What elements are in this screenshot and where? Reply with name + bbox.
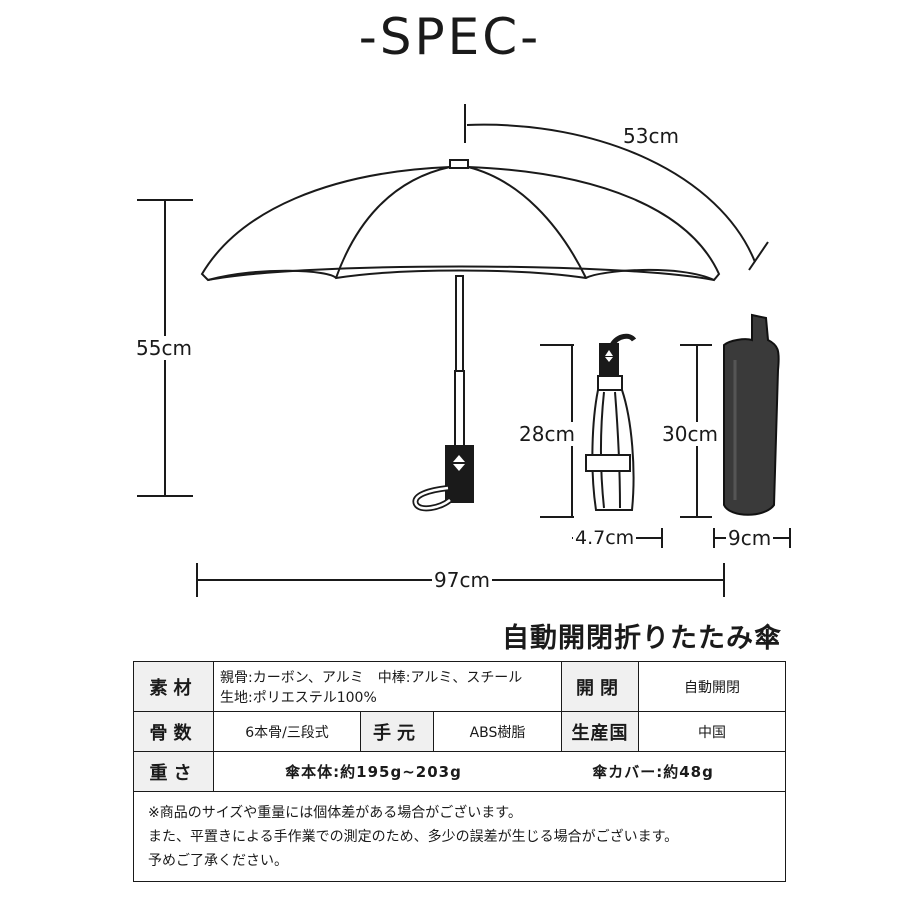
ribs-row: 骨数 6本骨/三段式 手元 ABS樹脂 生産国 中国 <box>133 711 787 752</box>
opening-value: 自動開閉 <box>638 661 787 712</box>
spec-table: 素材 親骨:カーボン、アルミ 中棒:アルミ、スチール 生地:ポリエステル100%… <box>132 661 787 882</box>
note-line-3: 予めご了承ください。 <box>148 852 288 869</box>
notes-cell: ※商品のサイズや重量には個体差がある場合がございます。 また、平置きによる手作業… <box>132 791 787 882</box>
rib-dim-tick-end <box>748 241 769 271</box>
material-row: 素材 親骨:カーボン、アルミ 中棒:アルミ、スチール 生地:ポリエステル100%… <box>133 661 787 712</box>
weight-cover: 傘カバー:約48g <box>592 763 714 781</box>
handle-header: 手元 <box>360 711 434 752</box>
weight-value: 傘本体:約195g~203g 傘カバー:約48g <box>212 751 787 792</box>
shaft-lower <box>454 370 465 447</box>
cover-width-label: 9cm <box>726 526 774 550</box>
material-value: 親骨:カーボン、アルミ 中棒:アルミ、スチール 生地:ポリエステル100% <box>212 661 563 712</box>
handle-value: ABS樹脂 <box>432 711 563 752</box>
material-line-2: 生地:ポリエステル100% <box>220 689 377 706</box>
opening-header: 開閉 <box>561 661 640 712</box>
folded-diameter-label: 4.7cm <box>573 527 637 549</box>
cover-body <box>723 313 780 516</box>
canopy-rib-left <box>335 166 451 279</box>
width-label: 97cm <box>432 568 492 592</box>
canopy-outline <box>200 166 721 282</box>
folded-band <box>585 454 631 472</box>
material-header: 素材 <box>133 661 214 712</box>
canopy-tip <box>449 159 469 169</box>
ribs-value: 6本骨/三段式 <box>213 711 361 752</box>
folded-top <box>597 375 623 391</box>
shaft-upper <box>455 275 464 372</box>
handle-strap-inner <box>414 486 451 510</box>
folded-button-up <box>605 350 613 356</box>
weight-body: 傘本体:約195g~203g <box>285 763 462 781</box>
folded-fold-1 <box>600 391 605 509</box>
rib-length-label: 53cm <box>623 124 679 148</box>
weight-header: 重さ <box>133 751 214 792</box>
canopy-rib-right <box>467 166 587 279</box>
handle-button-up <box>453 455 465 462</box>
product-name: 自動開閉折りたたみ傘 <box>502 623 782 654</box>
note-line-2: また、平置きによる手作業での測定のため、多少の誤差が生じる場合がございます。 <box>148 828 679 845</box>
handle-button-down <box>453 464 465 471</box>
folded-strap <box>609 333 637 347</box>
cover-length-label: 30cm <box>662 422 718 446</box>
folded-length-label: 28cm <box>519 422 575 446</box>
material-line-1: 親骨:カーボン、アルミ 中棒:アルミ、スチール <box>220 669 523 686</box>
note-line-1: ※商品のサイズや重量には個体差がある場合がございます。 <box>148 804 522 821</box>
height-label: 55cm <box>136 336 192 360</box>
rib-dim-arc <box>466 123 756 263</box>
ribs-header: 骨数 <box>133 711 214 752</box>
umbrella-diagram <box>137 104 791 597</box>
handle <box>445 445 474 503</box>
weight-row: 重さ 傘本体:約195g~203g 傘カバー:約48g <box>133 751 787 792</box>
origin-value: 中国 <box>638 711 787 752</box>
folded-button-down <box>605 357 613 362</box>
page-title: -SPEC- <box>358 8 542 66</box>
canopy-hem <box>207 265 715 281</box>
folded-body <box>591 389 635 511</box>
notes-row: ※商品のサイズや重量には個体差がある場合がございます。 また、平置きによる手作業… <box>132 791 787 882</box>
folded-fold-2 <box>614 391 621 509</box>
origin-header: 生産国 <box>561 711 640 752</box>
